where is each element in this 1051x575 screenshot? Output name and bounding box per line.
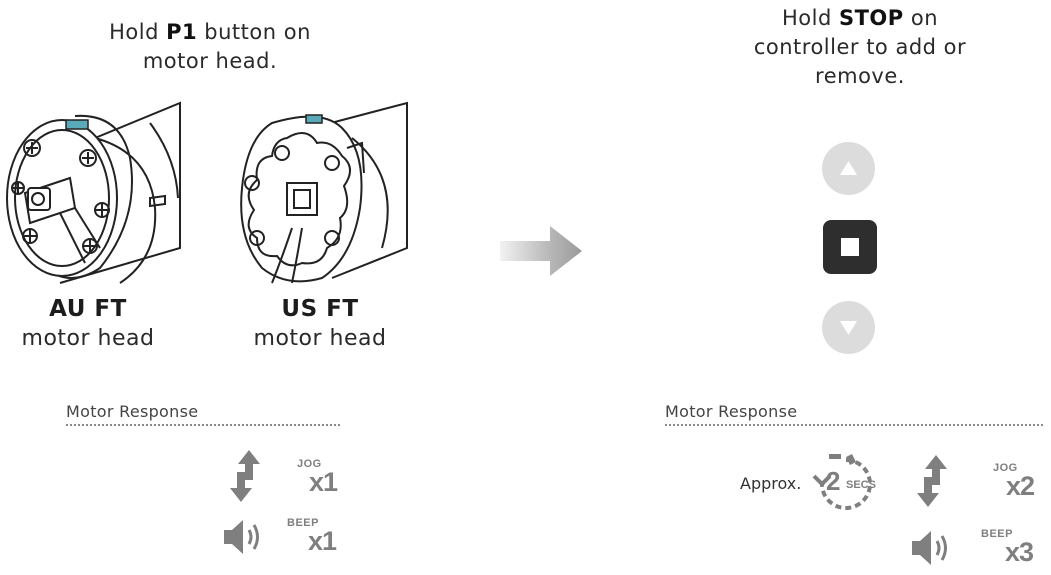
jog-count: x1 <box>309 467 338 497</box>
approx-label: Approx. <box>740 474 802 493</box>
timer-badge: 2 SECS <box>806 452 884 510</box>
timer-value: 2 <box>826 466 841 496</box>
right-instruction: Hold STOP on controller to add or remove… <box>705 4 1015 91</box>
next-step-arrow-icon <box>500 226 582 276</box>
p1-label: P1 <box>166 20 198 44</box>
beep-badge-left: BEEP x1 <box>287 517 347 557</box>
jog-arrows-icon <box>230 450 260 502</box>
left-instruction-post: button on <box>197 20 311 44</box>
beep-count: x1 <box>308 526 337 556</box>
us-ft-sublabel: motor head <box>253 326 387 351</box>
au-ft-motor-head-illustration <box>6 101 181 284</box>
right-instruction-pre: Hold <box>781 6 839 30</box>
right-instruction-line2: controller to add or <box>753 35 967 59</box>
beep-badge-right: BEEP x3 <box>981 528 1047 568</box>
us-ft-motor-head-illustration <box>240 101 408 284</box>
controller-down-button[interactable] <box>822 301 875 354</box>
jog-arrows-icon <box>917 455 947 507</box>
left-instruction-line2: motor head. <box>142 49 278 73</box>
triangle-up-icon <box>840 161 857 175</box>
left-instruction: Hold P1 button on motor head. <box>60 18 360 76</box>
jog-word: JOG <box>993 462 1018 474</box>
stop-label: STOP <box>838 6 904 30</box>
left-response-divider <box>66 424 340 426</box>
timer-unit: SECS <box>846 479 876 491</box>
right-instruction-line3: remove. <box>815 64 905 88</box>
controller-up-button[interactable] <box>822 142 875 195</box>
right-motor-response-title: Motor Response <box>665 402 798 421</box>
left-instruction-pre: Hold <box>109 20 167 44</box>
right-response-divider <box>665 424 1043 426</box>
beep-word: BEEP <box>981 528 1013 540</box>
jog-word: JOG <box>297 458 322 470</box>
left-motor-response-title: Motor Response <box>66 402 199 421</box>
stop-square-icon <box>841 238 859 256</box>
us-ft-code: US FT <box>281 296 359 322</box>
beep-word: BEEP <box>287 517 319 529</box>
controller-stop-button[interactable] <box>823 220 877 274</box>
jog-count: x2 <box>1006 471 1035 501</box>
jog-badge-right: JOG x2 <box>993 462 1049 502</box>
triangle-down-icon <box>840 321 857 335</box>
au-ft-label: AU FT motor head <box>8 295 168 353</box>
jog-badge-left: JOG x1 <box>297 458 347 498</box>
speaker-icon <box>224 520 259 554</box>
speaker-icon <box>912 531 947 565</box>
us-ft-label: US FT motor head <box>240 295 400 353</box>
beep-count: x3 <box>1005 537 1034 567</box>
stopwatch-icon <box>812 454 872 510</box>
au-ft-sublabel: motor head <box>21 326 155 351</box>
au-ft-code: AU FT <box>49 296 127 322</box>
right-instruction-post: on <box>903 6 939 30</box>
